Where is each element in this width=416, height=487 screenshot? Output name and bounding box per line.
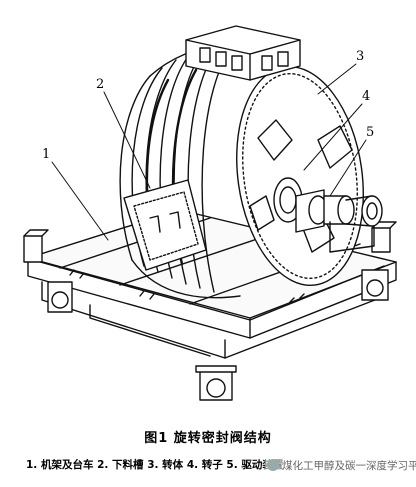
leader-line-2 [103, 91, 151, 189]
watermark: 煤化工甲醇及碳一深度学习平台 [265, 458, 416, 473]
leader-line-4 [303, 103, 363, 171]
watermark-logo-icon [267, 459, 279, 471]
watermark-text: 煤化工甲醇及碳一深度学习平台 [282, 460, 416, 472]
leader-line-1 [51, 161, 109, 241]
callout-5: 5 [366, 125, 375, 140]
rotary-seal-valve-drawing [23, 25, 397, 401]
callout-1: 1 [42, 147, 51, 162]
callout-2: 2 [96, 77, 105, 92]
leader-line-3 [317, 63, 357, 95]
figure-legend: 1. 机架及台车 2. 下料槽 3. 转体 4. 转子 5. 驱动装置 [26, 459, 284, 471]
callout-3: 3 [356, 49, 365, 64]
figure-title: 图1 旋转密封阀结构 [144, 431, 272, 446]
leader-line-5 [329, 139, 367, 197]
discharge-chute [123, 25, 301, 271]
leader-lines [51, 63, 367, 241]
frame-and-trolley [23, 209, 397, 401]
callout-4: 4 [362, 89, 371, 104]
drive-unit [295, 189, 383, 253]
